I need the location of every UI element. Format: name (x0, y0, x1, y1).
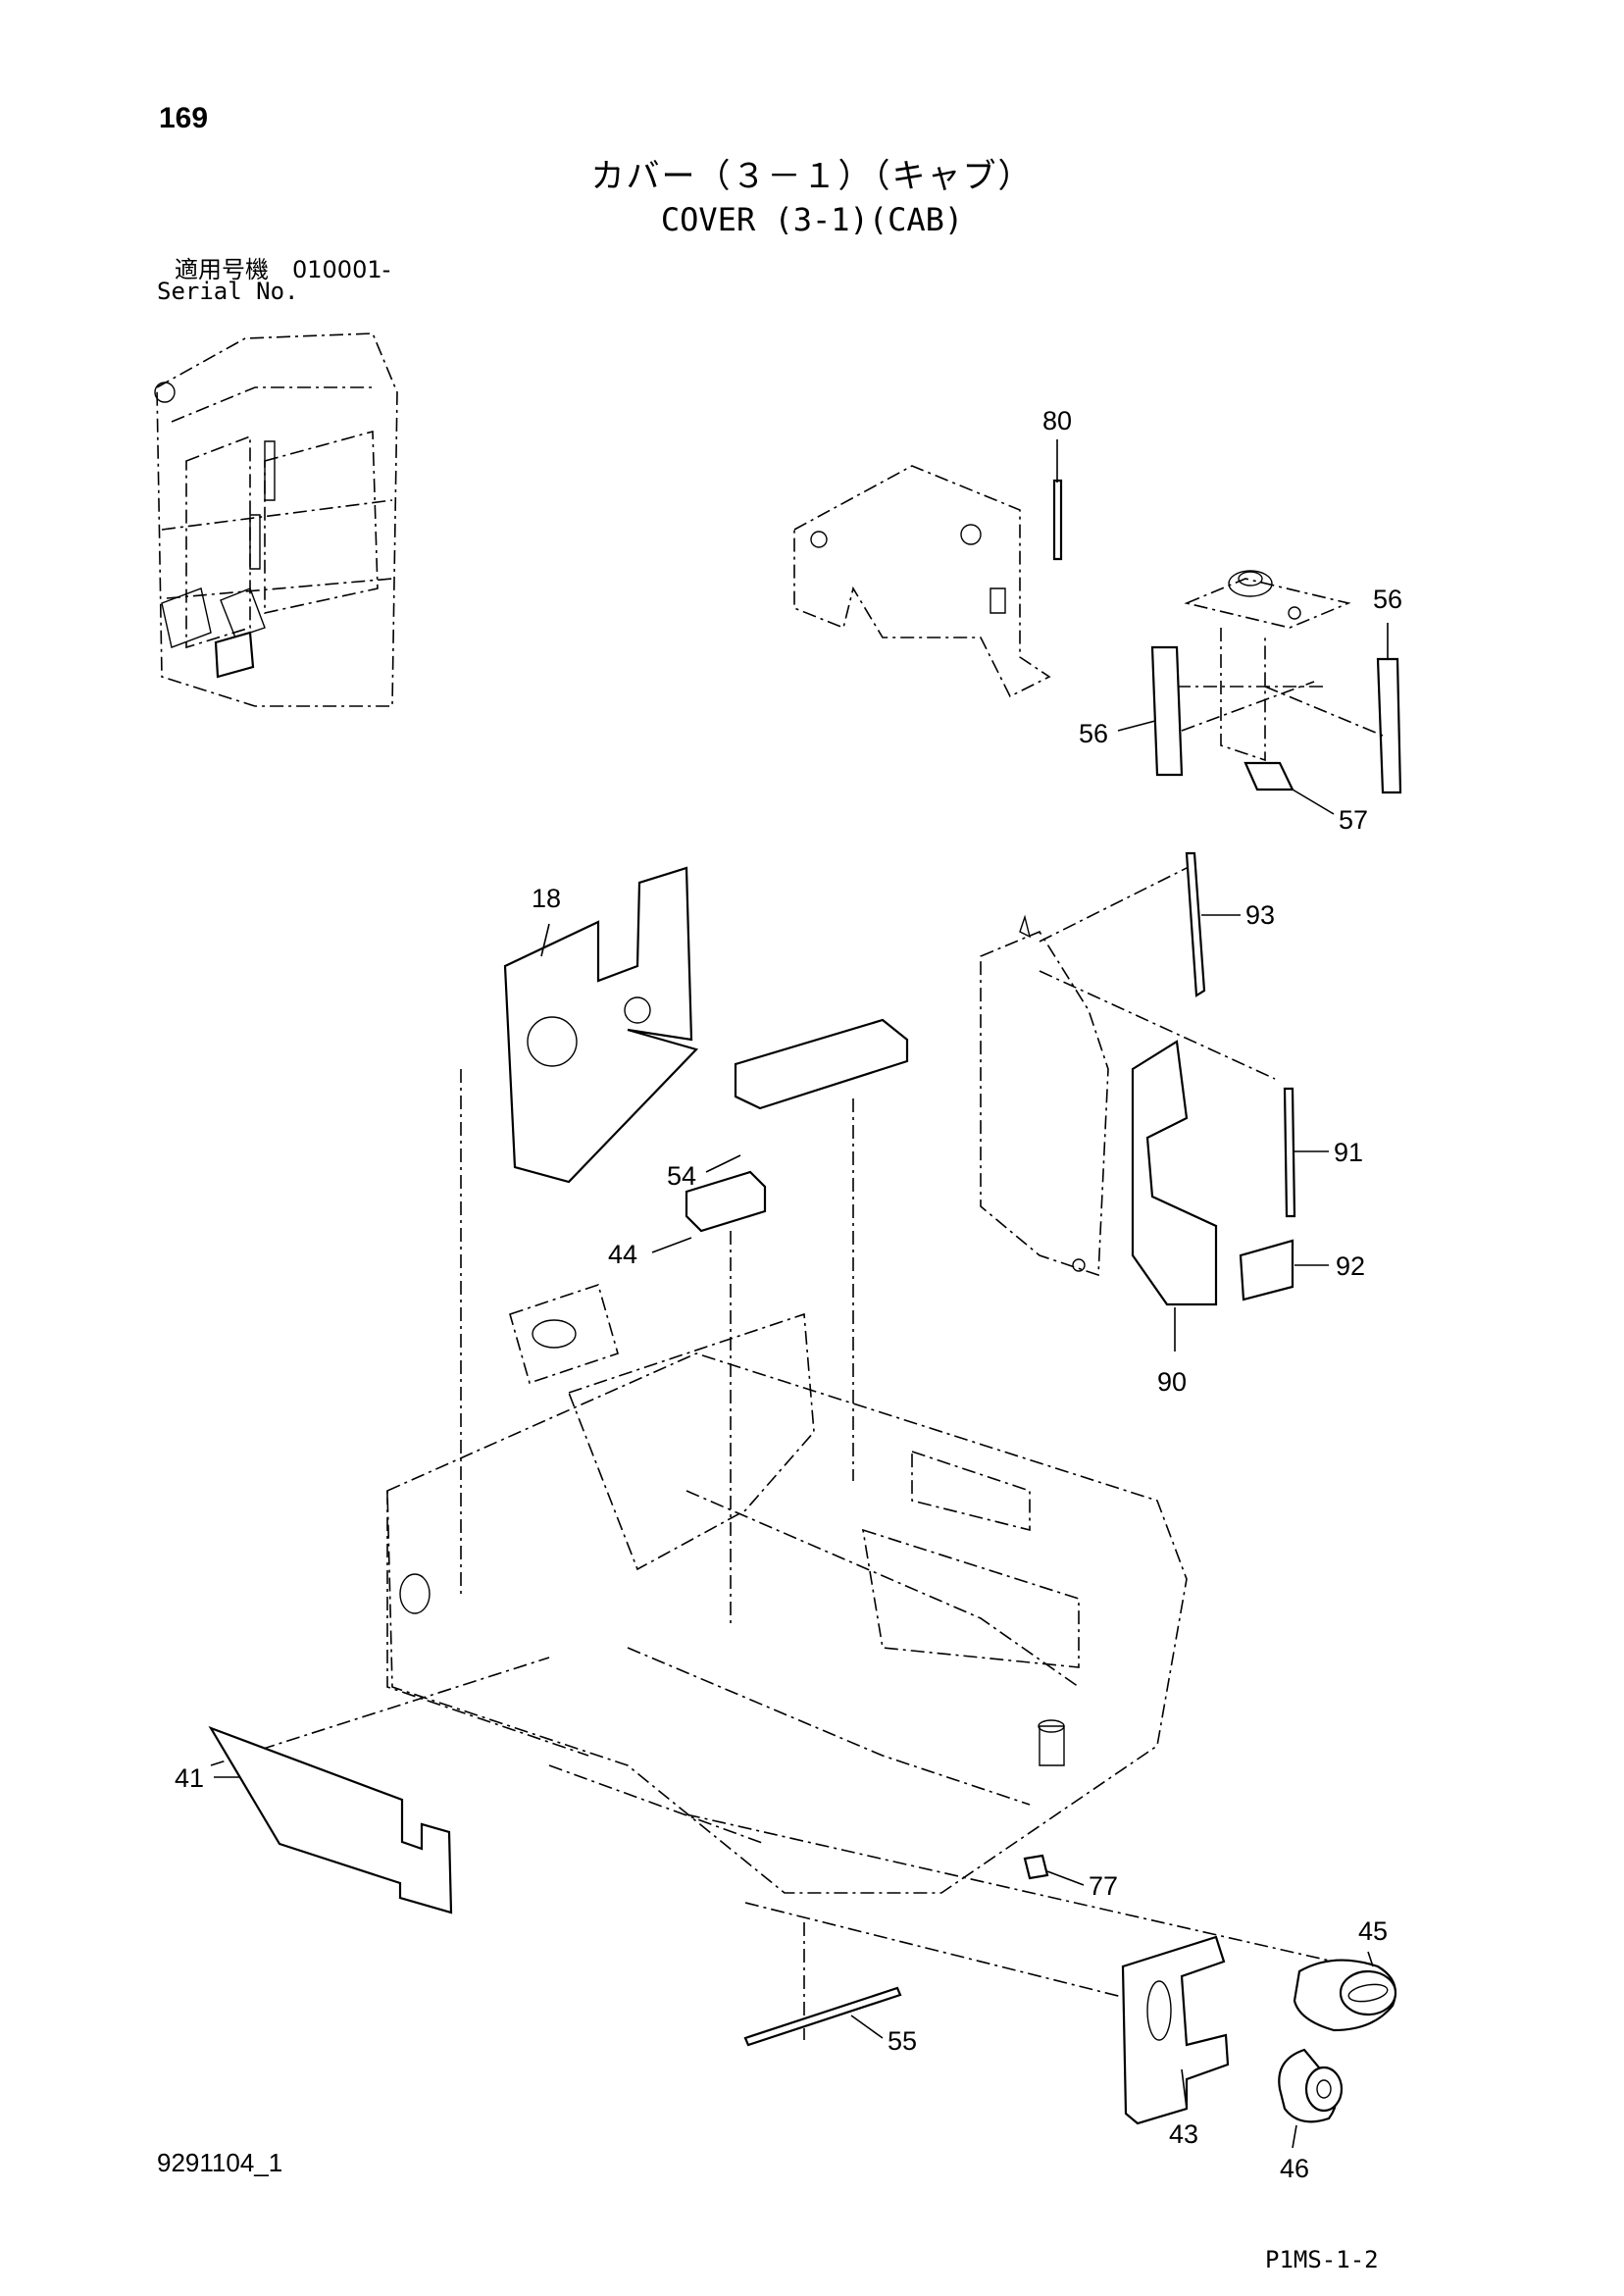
page-code: P1MS-1-2 (1265, 2246, 1379, 2273)
leader-lines (214, 439, 1389, 2149)
grommet-45 (1293, 1959, 1397, 2032)
serial-label-english: Serial No. (157, 278, 299, 305)
seal-54 (734, 1018, 909, 1110)
seal-57 (1243, 761, 1294, 791)
seal-80 (1052, 479, 1063, 561)
bracket-43 (1121, 1935, 1230, 2125)
callout-56-right: 56 (1373, 585, 1402, 614)
callout-54: 54 (667, 1161, 696, 1191)
page-number: 169 (159, 102, 209, 134)
bracket-upper (793, 465, 1051, 698)
callout-45: 45 (1358, 1916, 1388, 1946)
main-frame (386, 1283, 1188, 1894)
callout-91: 91 (1334, 1138, 1363, 1167)
callout-77: 77 (1089, 1871, 1118, 1901)
callout-93: 93 (1245, 900, 1275, 930)
cover-plate-18 (503, 866, 699, 1184)
callout-18: 18 (532, 884, 561, 913)
callout-92: 92 (1336, 1251, 1365, 1281)
callout-46: 46 (1280, 2154, 1309, 2183)
seal-92 (1239, 1239, 1294, 1301)
callout-57: 57 (1339, 805, 1368, 835)
document-code: 9291104_1 (157, 2148, 283, 2177)
cover-plate-41 (208, 1725, 453, 1914)
spacer-46 (1278, 2048, 1344, 2123)
callout-labels: 80 56 56 57 18 93 54 91 44 92 90 41 77 4… (175, 406, 1402, 2183)
callout-43: 43 (1169, 2119, 1198, 2149)
seal-56-right (1376, 657, 1402, 794)
callout-90: 90 (1157, 1367, 1187, 1397)
page-title-english: COVER (3-1)(CAB) (660, 201, 964, 238)
serial-label-japanese: 適用号機 010001- (175, 256, 391, 283)
callout-80: 80 (1042, 406, 1072, 435)
page-title-japanese: カバー（３－１）（キャブ） (590, 157, 1034, 196)
seal-56-left (1150, 645, 1184, 777)
seal-93 (1185, 851, 1206, 997)
cover-90 (1131, 1040, 1218, 1306)
callout-55: 55 (888, 2026, 917, 2056)
callout-41: 41 (175, 1763, 204, 1793)
seal-55 (743, 1986, 902, 2047)
callout-44: 44 (608, 1240, 637, 1269)
cab-locator-thumbnail (154, 332, 398, 707)
seal-91 (1283, 1087, 1296, 1218)
block-77 (1023, 1854, 1049, 1880)
side-bracket-right (980, 862, 1276, 1277)
seal-44 (685, 1170, 767, 1233)
callout-56-left: 56 (1079, 719, 1108, 748)
switch-panel (1177, 570, 1351, 762)
